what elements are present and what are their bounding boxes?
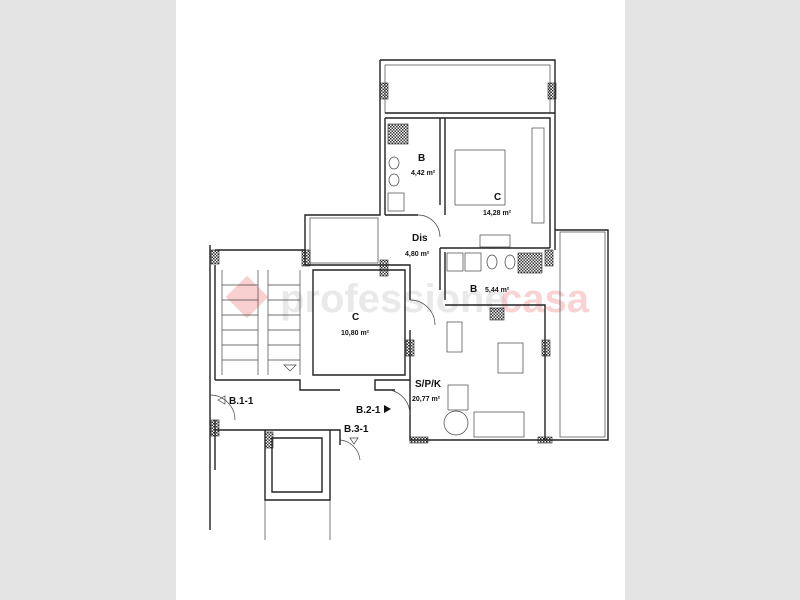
bed [454,149,506,206]
room-area: 4,42 m² [411,170,436,177]
entrance-label: B.2-1 [356,405,381,416]
room-name: B [418,153,425,164]
staircase [221,270,301,375]
room-area: 5,44 m² [485,287,510,294]
watermark: professione casa [225,275,590,321]
arrow-down-icon [349,437,359,445]
room-name: S/P/K [415,379,442,390]
room-area: 14,28 m² [483,210,512,217]
entrance-labels: B.1-1 B.2-1 B.3-1 [217,395,391,445]
room-name: Dis [412,233,428,244]
armchair [447,384,469,411]
furniture [387,127,545,438]
watermark-text-a: professione [280,277,507,321]
entrance-label: B.3-1 [344,424,369,435]
pillars [210,82,557,449]
room-area: 20,77 m² [412,396,441,403]
room-area: 10,80 m² [341,330,370,337]
arrow-right-icon [384,405,391,413]
arrow-left-icon [217,395,226,405]
room-name: B [470,284,477,295]
room-name: C [352,312,359,323]
room-area: 4,80 m² [405,251,430,258]
wardrobe [531,127,545,224]
room-labels: B 4,42 m² C 14,28 m² Dis 4,80 m² B 5,44 … [341,153,512,403]
balconies [309,64,606,438]
entrance-label: B.1-1 [229,396,254,407]
room-name: C [494,192,501,203]
dining-table [497,342,524,374]
walls [209,59,609,540]
watermark-logo-icon [225,275,269,319]
sofa [473,411,525,438]
